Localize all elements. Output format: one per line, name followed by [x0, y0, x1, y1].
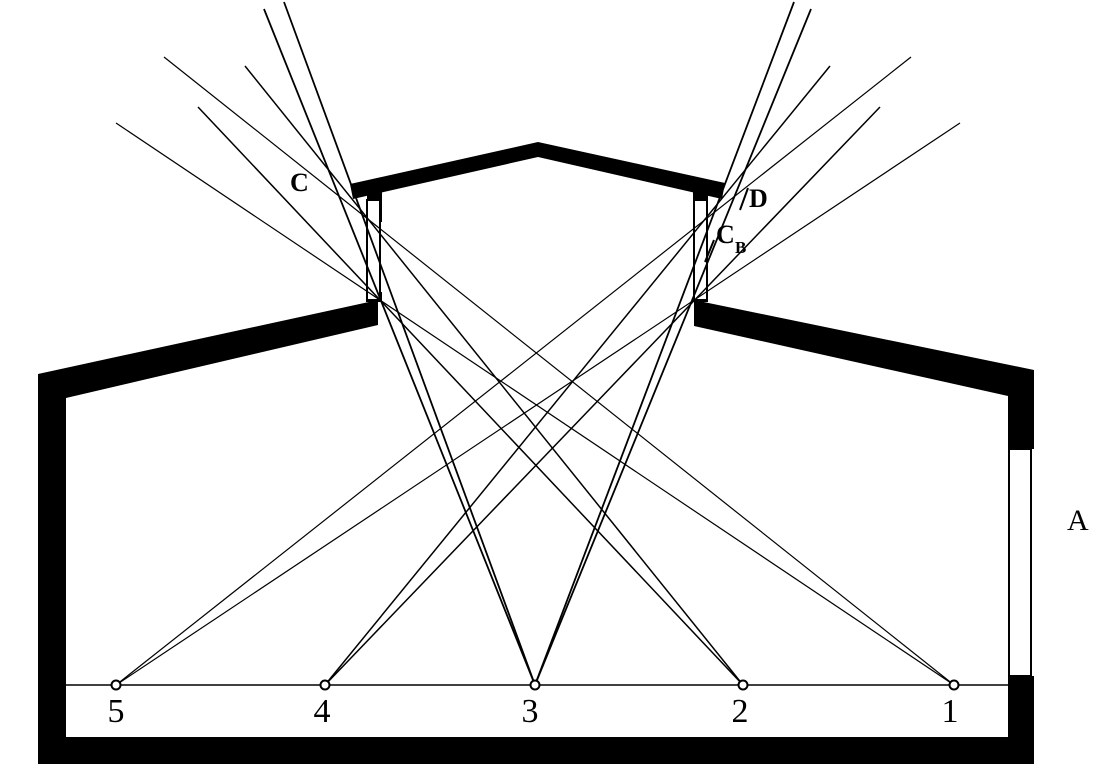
clerestory-left-glazing [366, 199, 381, 301]
window-a [1008, 448, 1032, 677]
ray [197, 106, 744, 686]
ray [244, 65, 744, 686]
point-3-marker [529, 679, 541, 691]
point-label-1: 1 [942, 693, 959, 730]
ray [263, 8, 536, 686]
label-a: A [1067, 504, 1089, 537]
right-wall-lower [1008, 676, 1034, 764]
left-wall [38, 374, 66, 764]
floor-slab [38, 737, 1034, 764]
measurement-points [110, 679, 960, 691]
point-label-2: 2 [732, 693, 749, 730]
label-c: C [290, 168, 309, 197]
point-4-marker [319, 679, 331, 691]
ray-marker [704, 239, 715, 263]
ray [115, 122, 961, 686]
point-label-5: 5 [108, 693, 125, 730]
clerestory-roof [350, 142, 725, 199]
ray [115, 56, 912, 686]
ray [283, 1, 536, 686]
point-label-4: 4 [314, 693, 331, 730]
building-section [38, 142, 1034, 764]
left-roof [38, 300, 378, 398]
ray [324, 106, 881, 686]
point-5-marker [110, 679, 122, 691]
label-cb-subscript: B [735, 238, 746, 257]
right-wall-upper [1008, 378, 1034, 449]
ray [534, 8, 812, 686]
point-2-marker [737, 679, 749, 691]
point-1-marker [948, 679, 960, 691]
point-label-3: 3 [522, 693, 539, 730]
ray [163, 56, 955, 686]
ray [534, 1, 795, 686]
ray [115, 122, 955, 686]
ray-marker [739, 187, 749, 211]
sight-lines [115, 1, 961, 686]
label-cb: C [716, 220, 735, 249]
label-d: D [749, 184, 768, 213]
right-roof [694, 300, 1034, 396]
